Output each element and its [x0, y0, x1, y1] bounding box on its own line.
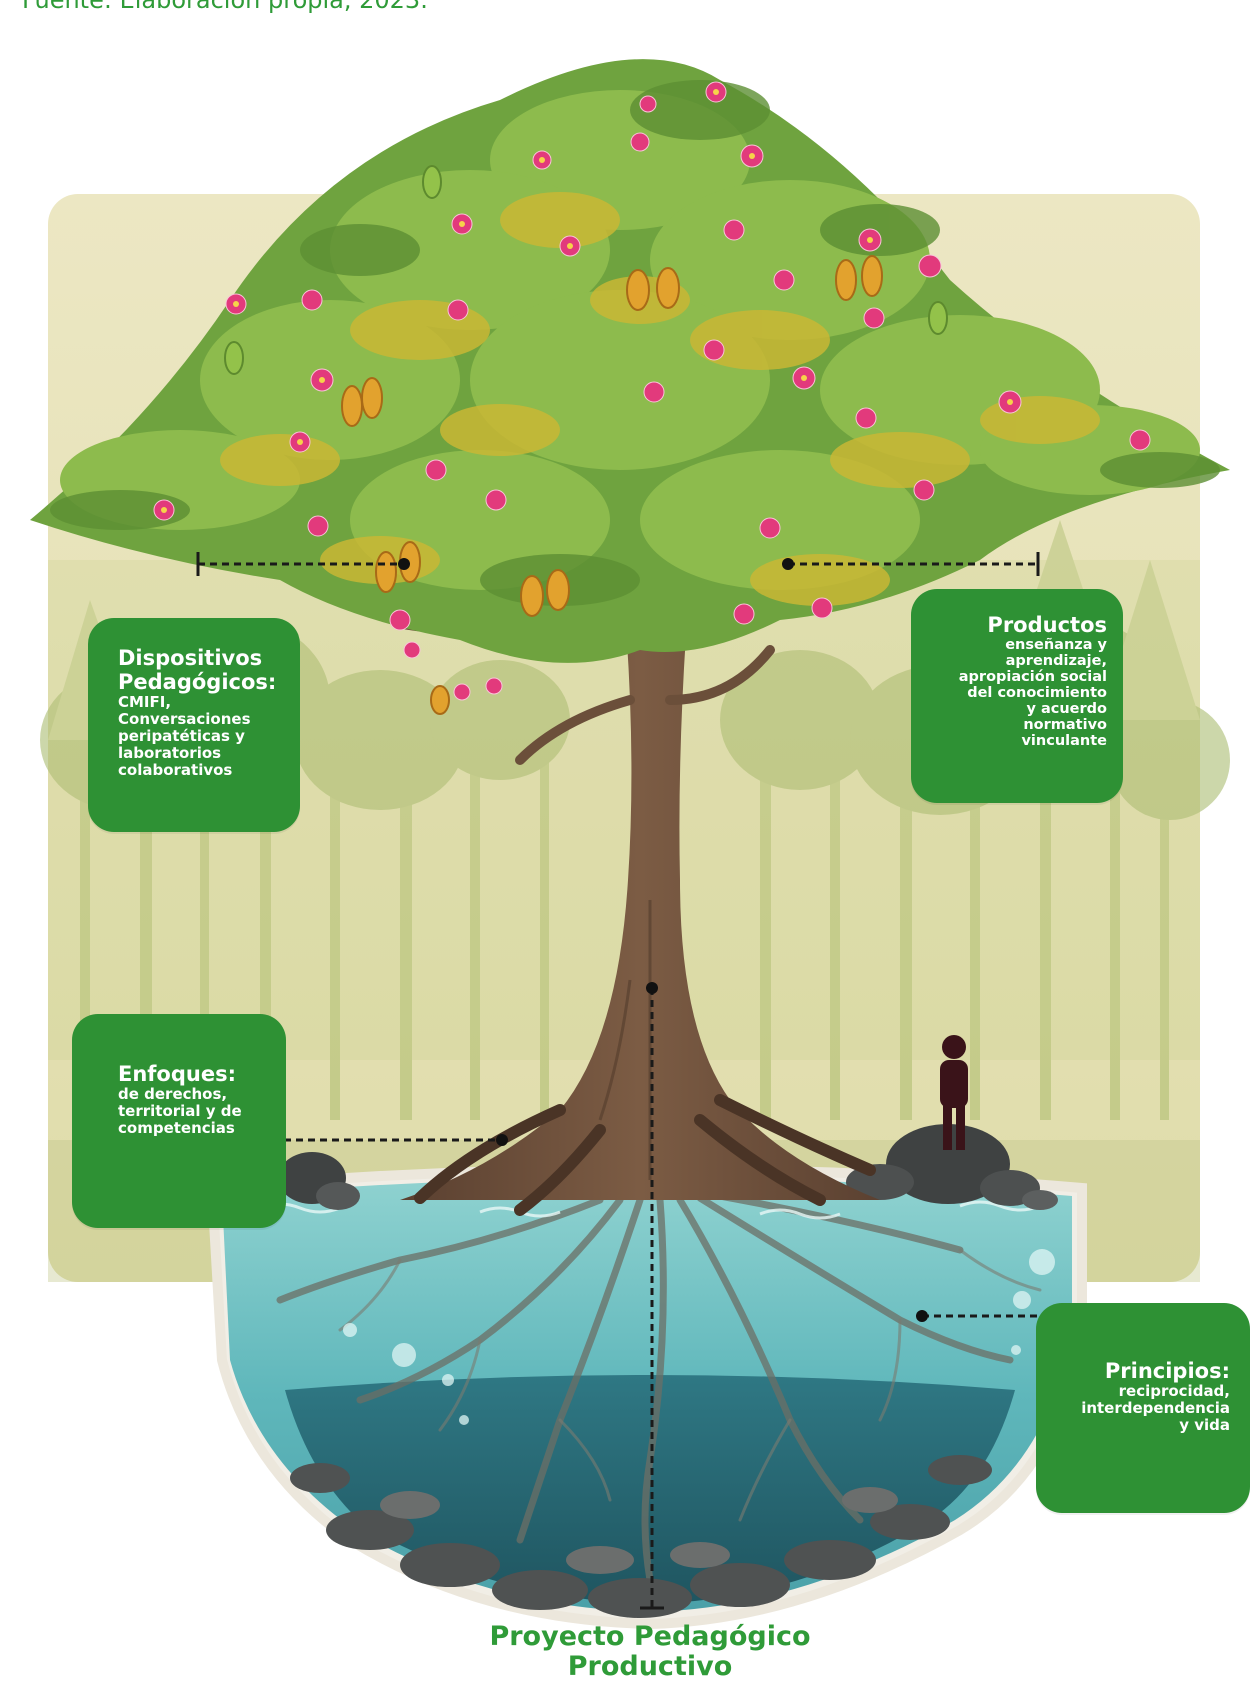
card-enfoques: Enfoques: de derechos, territorial y de …	[72, 1014, 286, 1228]
connector-dots	[398, 558, 928, 1322]
card-principios-body: reciprocidad, interdependencia y vida	[1081, 1382, 1230, 1434]
card-productos-title: Productos	[987, 613, 1107, 637]
card-productos-body: enseñanza y aprendizaje, apropiación soc…	[958, 637, 1107, 749]
proyecto-pedagogico-title: Proyecto Pedagógico Productivo	[489, 1621, 811, 1682]
card-productos: Productos enseñanza y aprendizaje, aprop…	[911, 589, 1123, 803]
card-dispositivos-title: Dispositivos Pedagógicos:	[118, 646, 277, 694]
person-silhouette-icon	[940, 1035, 968, 1150]
rock-icon	[290, 1455, 992, 1618]
card-dispositivos-body: CMIFI, Conversaciones peripatéticas y la…	[118, 693, 251, 779]
card-enfoques-body: de derechos, territorial y de competenci…	[118, 1085, 242, 1137]
flower-icon	[153, 81, 1151, 701]
card-principios: Principios: reciprocidad, interdependenc…	[1036, 1303, 1250, 1513]
card-dispositivos-pedagogicos: Dispositivos Pedagógicos: CMIFI, Convers…	[88, 618, 300, 832]
cacao-pod-icon	[341, 255, 883, 715]
card-enfoques-title: Enfoques:	[118, 1062, 236, 1086]
source-caption: Fuente: Elaboración propia, 2023.	[22, 0, 428, 14]
card-principios-title: Principios:	[1104, 1359, 1230, 1383]
tree-canopy	[30, 59, 1230, 715]
underground-water	[206, 1164, 1087, 1630]
